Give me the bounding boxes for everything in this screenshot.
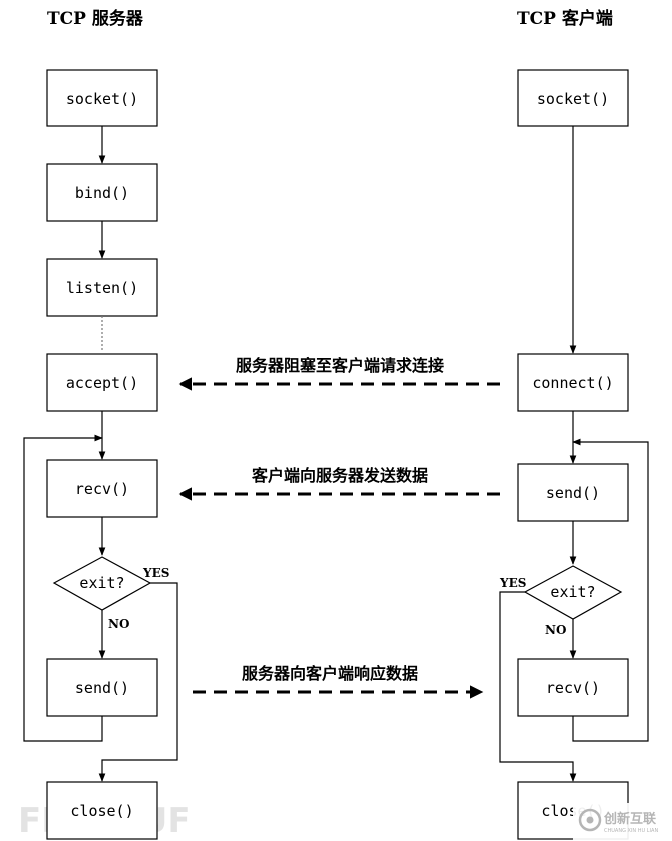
client-title: TCP 客户端 [517, 8, 613, 29]
client-socket-box: socket() [517, 69, 629, 127]
client-recv-label: recv() [546, 679, 600, 697]
logo-text: 创新互联 [603, 811, 656, 827]
server-close-box: close() [46, 781, 158, 840]
server-yes-arrow [98, 582, 178, 782]
logo-subtext: CHUANG XIN HU LIAN [604, 828, 658, 834]
server-listen-box: listen() [46, 258, 158, 317]
server-send-label: send() [75, 679, 129, 697]
server-recv-box: recv() [46, 459, 158, 518]
server-close-label: close() [70, 802, 133, 820]
server-title: TCP 服务器 [47, 8, 144, 29]
server-accept-label: accept() [66, 374, 138, 392]
server-listen-label: listen() [66, 279, 138, 297]
server-socket-label: socket() [66, 90, 138, 108]
client-yes-arrow [499, 591, 577, 782]
client-exit-label: exit? [550, 583, 595, 601]
server-socket-box: socket() [46, 69, 158, 127]
client-connect-box: connect() [517, 353, 629, 412]
server-yes-label: YES [142, 566, 169, 580]
client-recv-box: recv() [517, 658, 629, 717]
server-bind-label: bind() [75, 184, 129, 202]
client-yes-label: YES [499, 576, 526, 590]
server-recv-label: recv() [75, 480, 129, 498]
server-send-box: send() [46, 658, 158, 717]
client-exit-decision: exit? [523, 565, 623, 620]
server-exit-decision: exit? [52, 556, 152, 611]
client-connect-label: connect() [532, 374, 613, 392]
message-connect-label: 服务器阻塞至客户端请求连接 [236, 356, 444, 375]
message-request-label: 客户端向服务器发送数据 [252, 466, 428, 485]
server-loop-arrow [23, 434, 103, 742]
server-accept-box: accept() [46, 353, 158, 412]
message-response-label: 服务器向客户端响应数据 [242, 664, 418, 683]
client-no-label: NO [545, 623, 566, 637]
logo-mark-icon [578, 808, 602, 832]
client-send-box: send() [517, 463, 629, 522]
chuangxin-logo: 创新互联 CHUANG XIN HU LIAN [573, 803, 672, 841]
server-bind-box: bind() [46, 163, 158, 222]
server-no-label: NO [108, 617, 129, 631]
server-exit-label: exit? [79, 574, 124, 592]
client-loop-arrow [572, 438, 649, 742]
client-send-label: send() [546, 484, 600, 502]
client-socket-label: socket() [537, 90, 609, 108]
